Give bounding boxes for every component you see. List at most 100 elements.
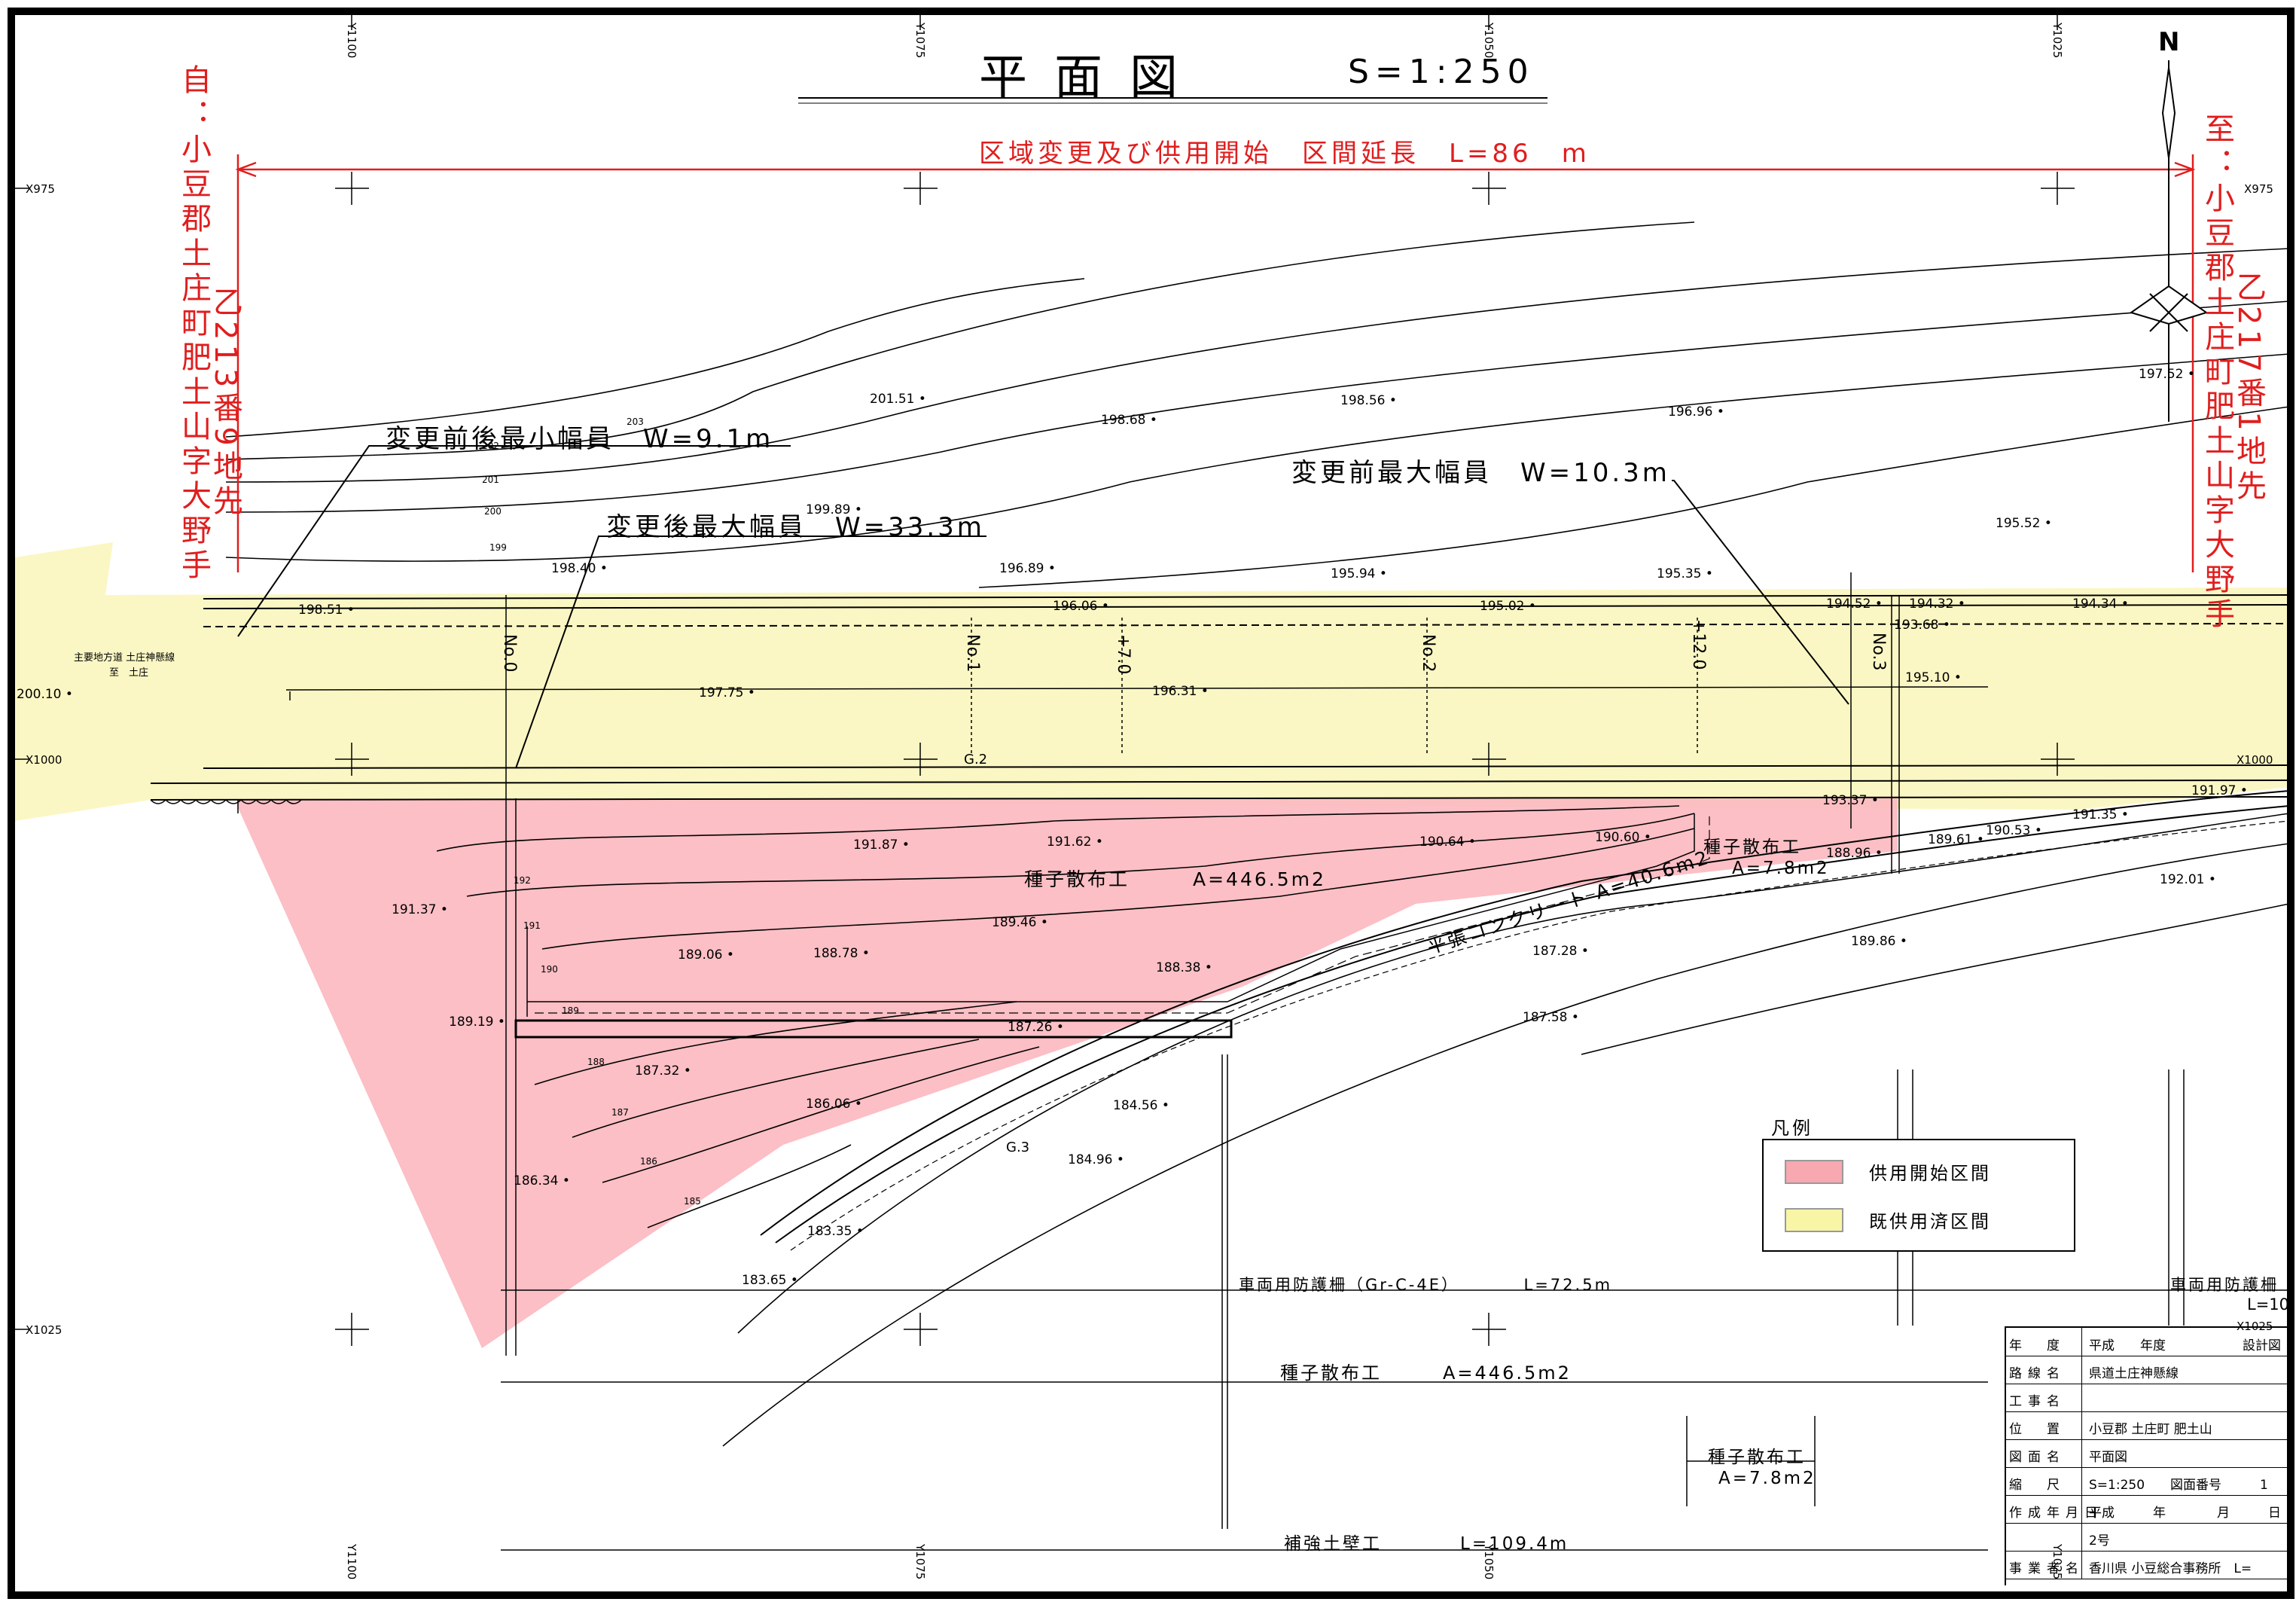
station-label: +7.0 [1114, 634, 1133, 675]
spot-elevation: 191.62 • [1047, 835, 1103, 850]
spot-elevation: 191.37 • [392, 902, 448, 917]
spot-elevation: 189.46 • [992, 915, 1048, 930]
spot-elevation: 198.68 • [1101, 413, 1157, 428]
legend-box: 供用開始区間 既供用済区間 [1762, 1139, 2075, 1252]
title-block-value: 県道土庄神懸線 [2089, 1366, 2179, 1381]
spot-elevation: 192.01 • [2160, 872, 2216, 887]
grid-crosses [15, 15, 2075, 1346]
from-lot-label: 乙213番9地先 [208, 286, 242, 520]
title-block-row: 工事名 [2006, 1384, 2288, 1412]
grid-x-label: X975 [2244, 182, 2273, 196]
spot-elevation: 194.32 • [1909, 597, 1965, 612]
title-block-key: 事業者名 [2009, 1561, 2084, 1576]
contour-label: 202 [482, 441, 499, 451]
benchmark-label: G.2 [964, 752, 988, 767]
spot-elevation: 194.34 • [2072, 597, 2129, 612]
spot-elevation: 195.94 • [1331, 566, 1387, 581]
drawing-frame [8, 8, 2294, 1599]
spot-elevation: 193.68 • [1894, 618, 1950, 633]
road-edges [150, 594, 2290, 1356]
spot-elevation: 189.86 • [1851, 934, 1907, 949]
title-block-row: 事業者名香川県 小豆総合事務所 L= [2006, 1551, 2288, 1579]
legend-label-new: 供用開始区間 [1869, 1163, 1991, 1184]
spot-elevation: 197.75 • [699, 685, 755, 700]
station-label: +12.0 [1689, 619, 1708, 670]
grid-y-label: Y1025 [2051, 23, 2064, 59]
grid-x-label: X1000 [26, 753, 63, 767]
title-block-key: 図面名 [2009, 1450, 2066, 1465]
seeding-small-label: 種子散布工 [1703, 838, 1801, 857]
spot-elevation: 196.31 • [1152, 684, 1209, 699]
callout-min-width: 変更前後最小幅員 W=9.1m [386, 424, 774, 454]
from-location-label: 自：小豆郡土庄町肥土山字大野手 [176, 64, 211, 584]
spot-elevation: 188.38 • [1156, 960, 1212, 975]
retaining-wall-label: 補強土壁工 L=109.4m [1284, 1534, 1569, 1554]
spot-elevation: 186.06 • [806, 1097, 862, 1112]
spot-elevation: 196.06 • [1053, 599, 1109, 614]
seeding-small-area: A=7.8m2 [1732, 859, 1830, 878]
spot-elevation: 187.28 • [1532, 944, 1589, 959]
title-block-value: 小豆郡 土庄町 肥土山 [2089, 1422, 2212, 1437]
spot-elevation: 199.89 • [806, 502, 862, 517]
grid-y-label: Y1025 [2051, 1544, 2064, 1580]
title-block-key: 位 置 [2009, 1422, 2066, 1437]
title-block-row: 路線名 県道土庄神懸線 [2006, 1356, 2288, 1384]
legend-swatch-new [1785, 1160, 1843, 1184]
spot-elevation: 190.53 • [1986, 823, 2042, 838]
contour-label: 186 [640, 1156, 657, 1167]
contour-label: 203 [627, 416, 644, 427]
benchmark-label: G.3 [1006, 1140, 1030, 1155]
title-block-key: 作成年月日 [2009, 1506, 2103, 1521]
drawing-scale: S=1:250 [1348, 53, 1535, 91]
spot-elevation: 198.51 • [298, 603, 355, 618]
spot-elevation: 197.52 • [2139, 367, 2195, 382]
station-label: No.0 [500, 634, 519, 673]
spot-elevation: 188.96 • [1826, 846, 1883, 861]
title-block-key: 路線名 [2009, 1366, 2066, 1381]
title-block-row: 図面名平面図 [2006, 1439, 2288, 1468]
grid-y-label: Y1100 [345, 1544, 358, 1580]
contour-label: 192 [514, 875, 531, 886]
grid-y-label: Y1050 [1482, 23, 1496, 59]
new-section-area [237, 798, 1898, 1348]
station-lines [289, 572, 2185, 1529]
spot-elevation: 191.35 • [2072, 807, 2129, 822]
spot-elevation: 183.35 • [807, 1224, 864, 1239]
contour-label: 187 [611, 1107, 629, 1118]
contour-label: 200 [484, 506, 502, 517]
section-length-label: 区域変更及び供用開始 区間延長 L=86 m [979, 139, 1590, 169]
spot-elevation: 189.61 • [1928, 832, 1984, 847]
grid-x-label: X1000 [2237, 753, 2273, 767]
spot-elevation: 194.52 • [1826, 597, 1883, 612]
spot-elevation: 200.10 • [17, 687, 73, 702]
grid-y-label: Y1050 [1482, 1544, 1496, 1580]
seeding-bottom-label: 種子散布工 A=446.5m2 [1280, 1362, 1572, 1384]
drawing-title: 平面図 [979, 50, 1205, 106]
station-label: No.1 [963, 634, 982, 673]
to-lot-label: 乙217番1地先 [2231, 271, 2266, 505]
road-name: 主要地方道 土庄神懸線 [74, 652, 175, 664]
grid-x-label: X975 [26, 182, 55, 196]
spot-elevation: 195.02 • [1480, 599, 1536, 614]
guardrail-right-length: L=10 [2247, 1295, 2290, 1314]
spot-elevation: 189.06 • [678, 947, 734, 963]
title-block-row: 2号 [2006, 1523, 2288, 1552]
spot-elevation: 195.52 • [1996, 516, 2052, 531]
to-location-label: 至：小豆郡土庄町肥土山字大野手 [2200, 113, 2234, 633]
grid-x-label: X1025 [26, 1323, 63, 1337]
spot-elevation: 195.10 • [1905, 670, 1962, 685]
contour-lines [225, 221, 2290, 1447]
road-direction: 至 土庄 [109, 667, 149, 679]
contour-label: 201 [482, 474, 499, 485]
contour-label: 190 [541, 964, 558, 975]
spot-elevation: 201.51 • [870, 392, 926, 407]
section-length-dimension [235, 154, 2196, 572]
spot-elevation: 191.97 • [2191, 783, 2248, 798]
spot-elevation: 189.19 • [449, 1015, 505, 1030]
grid-y-label: Y1075 [913, 23, 927, 59]
title-block-value: 香川県 小豆総合事務所 L= [2089, 1561, 2252, 1576]
contour-label: 189 [562, 1005, 579, 1016]
